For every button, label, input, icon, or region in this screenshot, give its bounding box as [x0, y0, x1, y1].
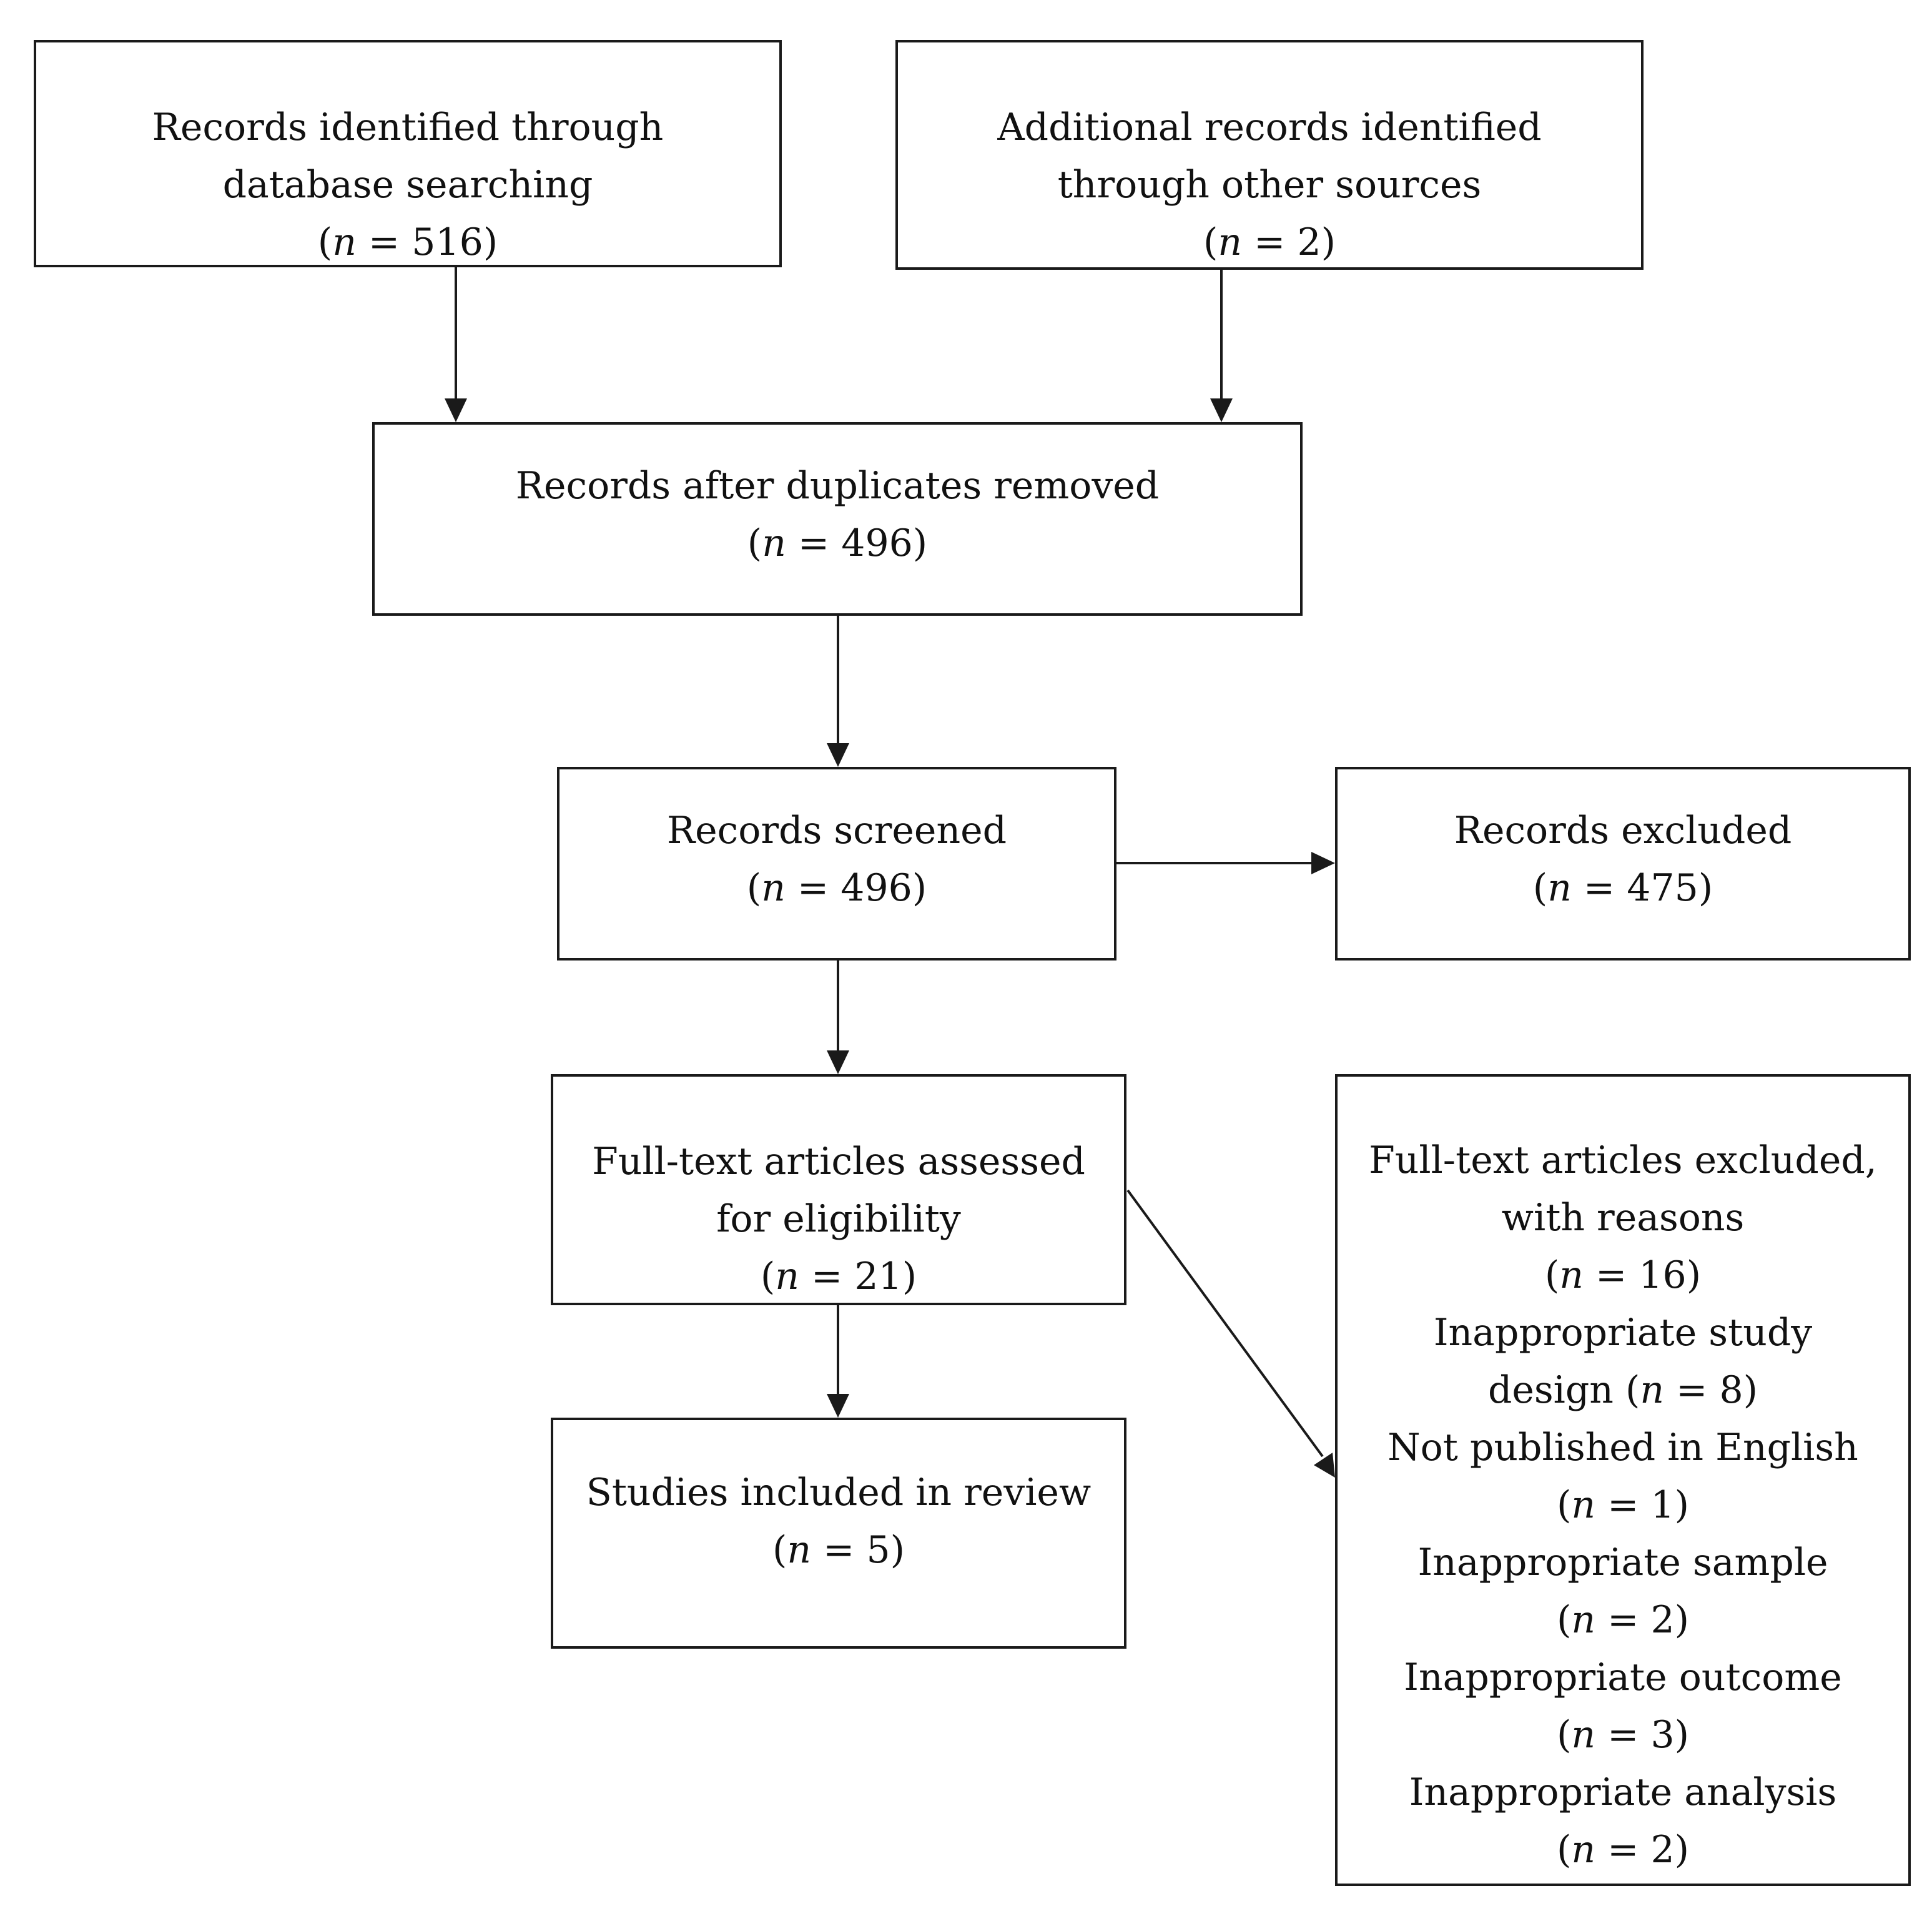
reason-analysis-label: Inappropriate analysis — [1409, 1770, 1837, 1814]
reason-study-design-label: Inappropriate study — [1433, 1311, 1813, 1355]
arrowhead — [827, 743, 849, 767]
reason-analysis-count: (n = 2) — [1556, 1828, 1690, 1872]
box-line: with reasons — [1501, 1196, 1745, 1240]
box-line: Records after duplicates removed — [515, 464, 1160, 508]
box-records-excluded: Records excluded (n = 475) — [1335, 767, 1911, 960]
box-line: database searching — [222, 163, 593, 207]
count-label: (n = 516) — [317, 220, 498, 264]
box-line: Records excluded — [1454, 809, 1792, 852]
box-line: Full-text articles excluded, — [1369, 1138, 1877, 1182]
count-label: (n = 496) — [747, 521, 928, 565]
box-fulltext-assessed: Full-text articles assessed for eligibil… — [551, 1074, 1126, 1305]
count-label: (n = 2) — [1203, 220, 1336, 264]
box-line: for eligibility — [716, 1197, 961, 1241]
arrowhead — [827, 1050, 849, 1074]
reason-not-english-label: Not published in English — [1387, 1426, 1858, 1469]
reason-outcome-label: Inappropriate outcome — [1404, 1656, 1842, 1699]
count-label: (n = 475) — [1532, 866, 1713, 910]
box-line: through other sources — [1057, 163, 1482, 207]
box-line: Additional records identified — [997, 106, 1542, 149]
reason-study-design-count: design (n = 8) — [1487, 1368, 1758, 1412]
box-line: Records screened — [666, 809, 1007, 852]
arrowhead — [1210, 398, 1233, 422]
box-additional-records: Additional records identified through ot… — [895, 40, 1644, 270]
box-studies-included: Studies included in review (n = 5) — [551, 1418, 1126, 1649]
box-line: Full-text articles assessed — [592, 1140, 1085, 1183]
box-fulltext-excluded-reasons: Full-text articles excluded, with reason… — [1335, 1074, 1911, 1886]
count-label: (n = 21) — [760, 1255, 917, 1298]
arrowhead — [827, 1394, 849, 1418]
box-line: Studies included in review — [586, 1471, 1092, 1514]
box-records-after-duplicates: Records after duplicates removed (n = 49… — [372, 422, 1303, 616]
arrow-fulltext-to-excluded-reasons — [1126, 1189, 1324, 1458]
reason-not-english-count: (n = 1) — [1556, 1483, 1690, 1527]
count-label: (n = 5) — [772, 1528, 905, 1572]
box-records-identified-database: Records identified through database sear… — [34, 40, 782, 267]
arrowhead — [1314, 1453, 1335, 1478]
reason-outcome-count: (n = 3) — [1556, 1713, 1690, 1757]
count-label: (n = 16) — [1544, 1253, 1702, 1297]
arrowhead — [445, 398, 467, 422]
reason-sample-label: Inappropriate sample — [1417, 1541, 1828, 1584]
arrowhead — [1311, 852, 1335, 874]
count-label: (n = 496) — [746, 866, 927, 910]
reason-sample-count: (n = 2) — [1556, 1598, 1690, 1642]
box-line: Records identified through — [152, 106, 664, 149]
box-records-screened: Records screened (n = 496) — [557, 767, 1116, 960]
